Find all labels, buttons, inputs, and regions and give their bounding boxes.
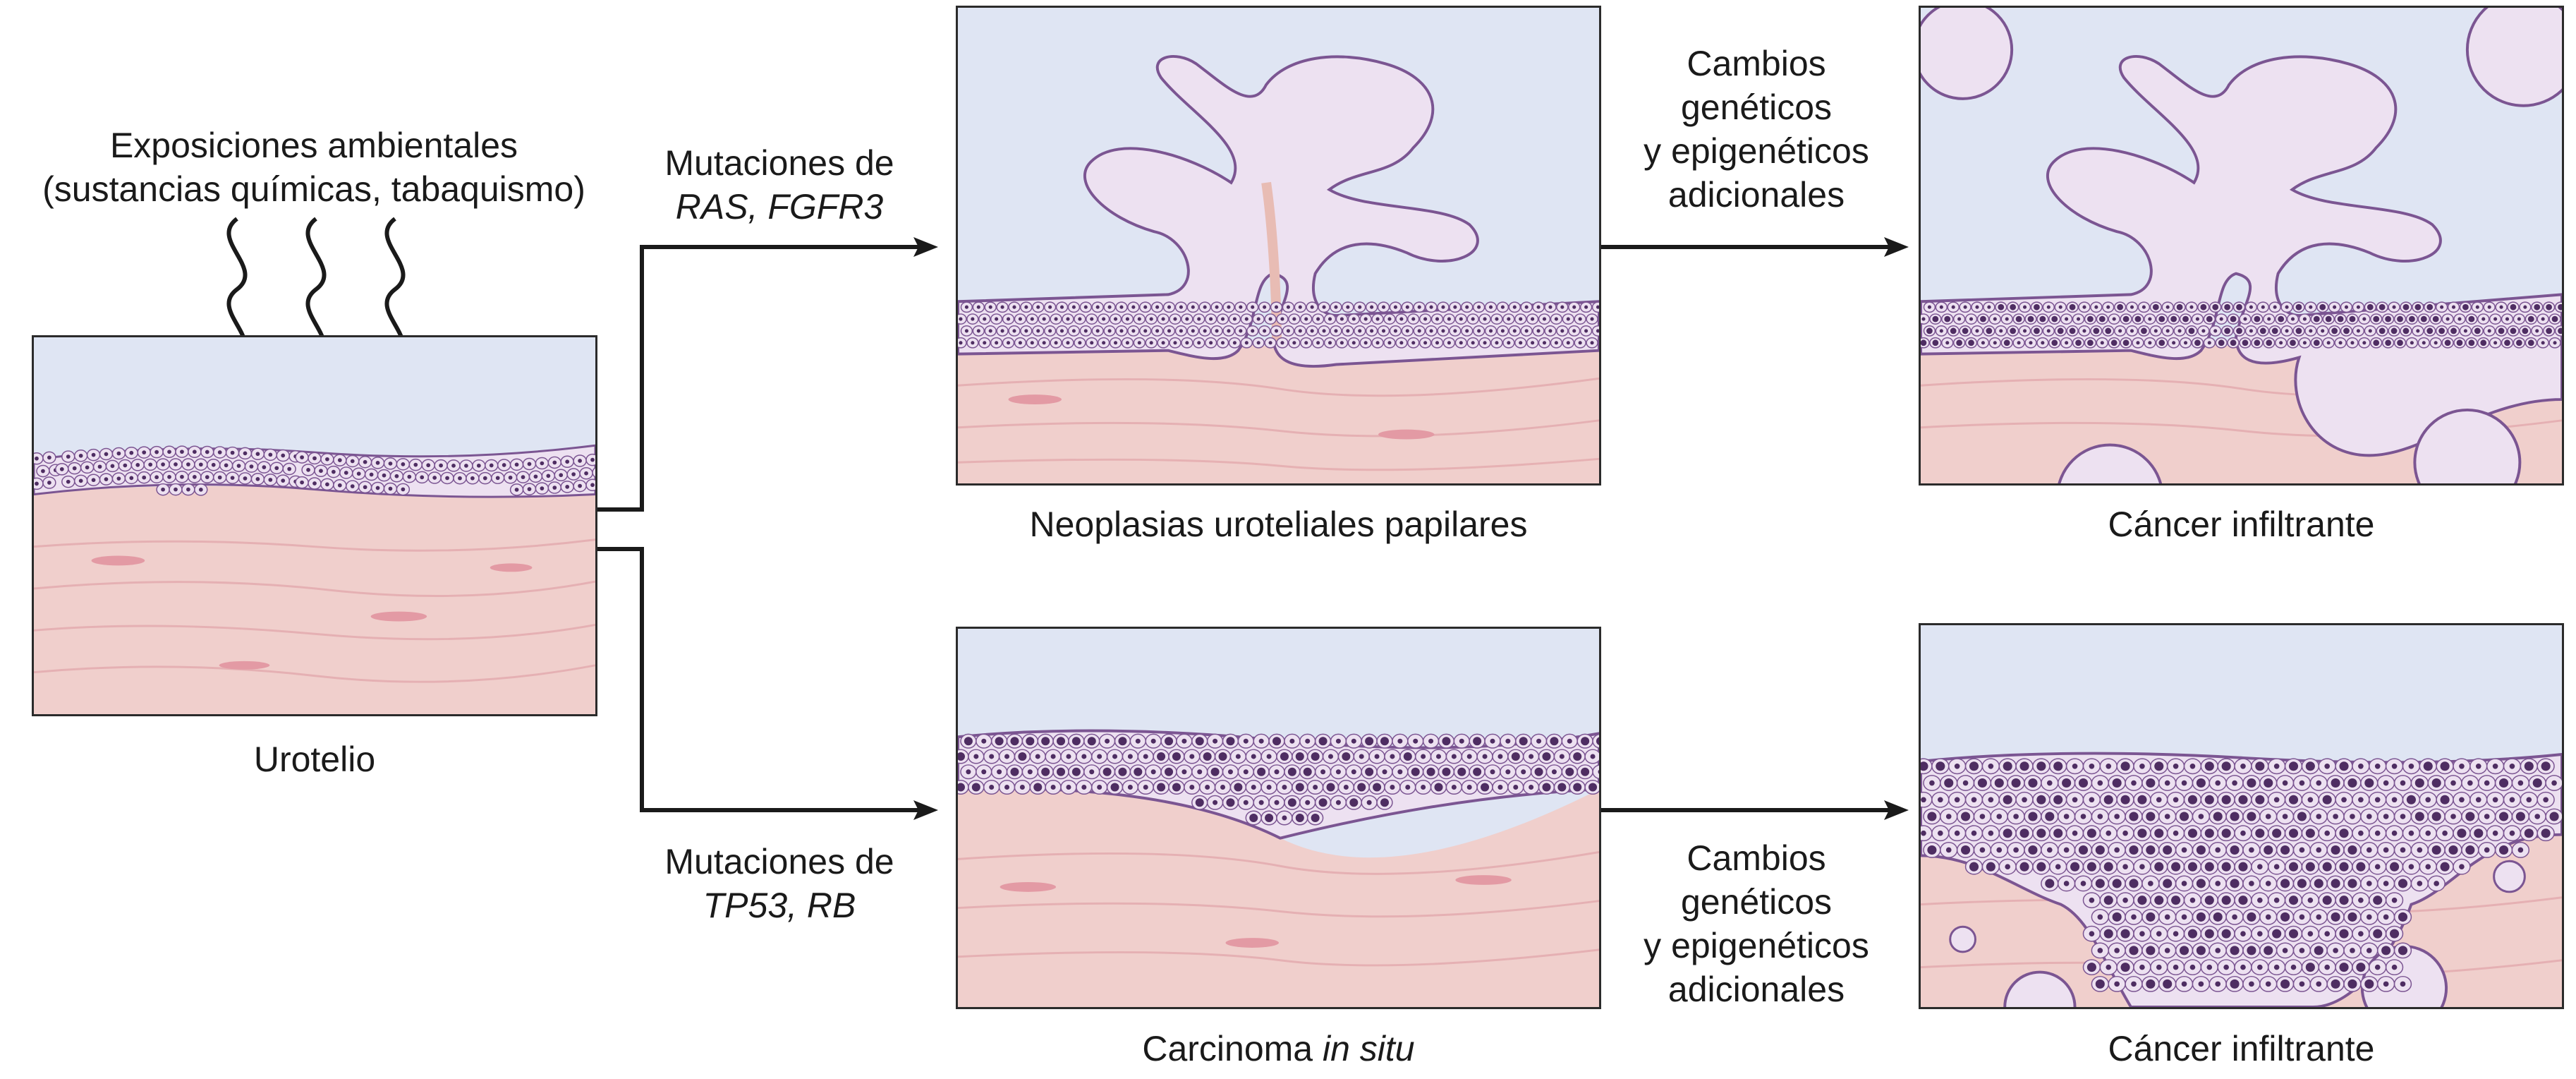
bottom-changes-label: Cambios genéticos y epigenéticos adicion… — [1608, 836, 1904, 1011]
arrowhead-bottom — [913, 800, 938, 820]
infiltrating-top-caption: Cáncer infiltrante — [1919, 502, 2564, 546]
bottom-changes-line-1: Cambios — [1608, 836, 1904, 880]
exposure-line-1: Exposiciones ambientales — [0, 123, 628, 167]
infiltrating-top-panel — [1919, 6, 2564, 486]
papillary-illustration — [958, 8, 1599, 483]
bottom-changes-line-3: y epigenéticos — [1608, 924, 1904, 968]
cis-illustration — [958, 629, 1599, 1007]
top-changes-line-2: genéticos — [1608, 85, 1904, 129]
infiltrating-bottom-illustration — [1921, 625, 2562, 1007]
cis-caption-prefix: Carcinoma — [1142, 1029, 1323, 1068]
top-changes-line-1: Cambios — [1608, 42, 1904, 85]
cis-panel — [956, 627, 1601, 1009]
urothelium-panel — [32, 335, 597, 716]
infiltrating-top-illustration — [1921, 8, 2562, 483]
branch-line-bottom — [596, 549, 928, 810]
branch-line-top — [596, 247, 928, 510]
top-changes-line-3: y epigenéticos — [1608, 129, 1904, 173]
urothelium-illustration — [34, 337, 595, 714]
top-mutation-prefix: Mutaciones de — [628, 141, 931, 185]
papillary-panel — [956, 6, 1601, 486]
bottom-changes-line-4: adicionales — [1608, 968, 1904, 1011]
bottom-mutation-prefix: Mutaciones de — [628, 840, 931, 884]
arrowhead-progression-bottom — [1884, 800, 1909, 820]
arrowhead-top — [913, 237, 938, 257]
top-mutation-genes: RAS, FGFR3 — [628, 185, 931, 229]
urothelium-caption: Urotelio — [32, 737, 597, 781]
top-changes-label: Cambios genéticos y epigenéticos adicion… — [1608, 42, 1904, 217]
bottom-changes-line-2: genéticos — [1608, 880, 1904, 924]
bottom-mutation-label: Mutaciones de TP53, RB — [628, 840, 931, 927]
bottom-mutation-genes: TP53, RB — [628, 884, 931, 927]
exposure-line-2: (sustancias químicas, tabaquismo) — [0, 167, 628, 211]
top-mutation-label: Mutaciones de RAS, FGFR3 — [628, 141, 931, 229]
top-changes-line-4: adicionales — [1608, 173, 1904, 217]
cis-caption: Carcinoma in situ — [956, 1027, 1601, 1071]
papillary-caption: Neoplasias uroteliales papilares — [956, 502, 1601, 546]
infiltrating-bottom-caption: Cáncer infiltrante — [1919, 1027, 2564, 1071]
arrowhead-progression-top — [1884, 237, 1909, 257]
exposure-label: Exposiciones ambientales (sustancias quí… — [0, 123, 628, 211]
cis-caption-italic: in situ — [1323, 1029, 1415, 1068]
infiltrating-bottom-panel — [1919, 623, 2564, 1009]
